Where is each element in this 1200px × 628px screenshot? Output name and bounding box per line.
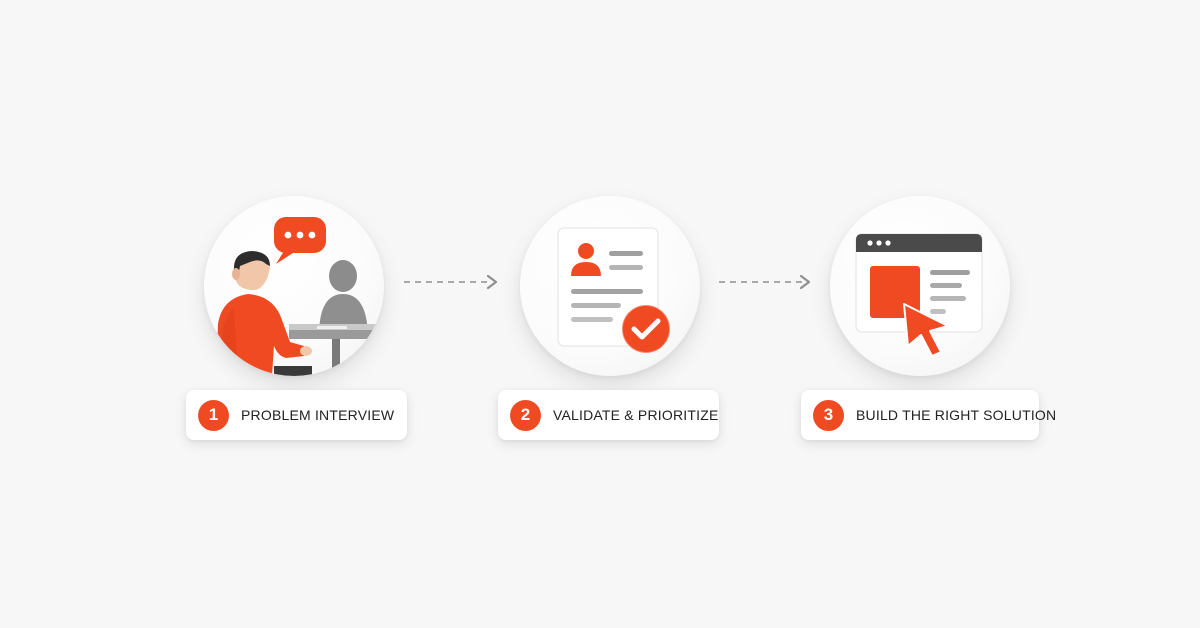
step-1-illustration (204, 196, 384, 376)
step-label-text: PROBLEM INTERVIEW (241, 407, 395, 423)
step-3-label: 3 BUILD THE RIGHT SOLUTION (801, 390, 1056, 440)
browser-window-cursor-icon (855, 233, 983, 357)
mouse-cursor-icon (903, 303, 949, 357)
step-number-badge: 3 (813, 399, 844, 431)
speech-bubble-icon (274, 217, 326, 264)
check-badge-icon (621, 304, 671, 354)
orange-person-icon (216, 251, 312, 376)
dashed-arrow-icon (404, 274, 498, 290)
interview-people-icon (216, 217, 380, 376)
profile-card-check-icon (557, 227, 671, 354)
table-icon (289, 324, 380, 376)
step-label-text: BUILD THE RIGHT SOLUTION (856, 407, 1057, 423)
step-2-illustration (520, 196, 700, 376)
step-3-illustration (830, 196, 1010, 376)
step-number-badge: 1 (198, 399, 229, 431)
step-1-label: 1 PROBLEM INTERVIEW (186, 390, 407, 440)
step-2-label: 2 VALIDATE & PRIORITIZE (498, 390, 719, 440)
step-label-text: VALIDATE & PRIORITIZE (553, 407, 719, 423)
step-number-badge: 2 (510, 399, 541, 431)
dashed-arrow-icon (719, 274, 811, 290)
